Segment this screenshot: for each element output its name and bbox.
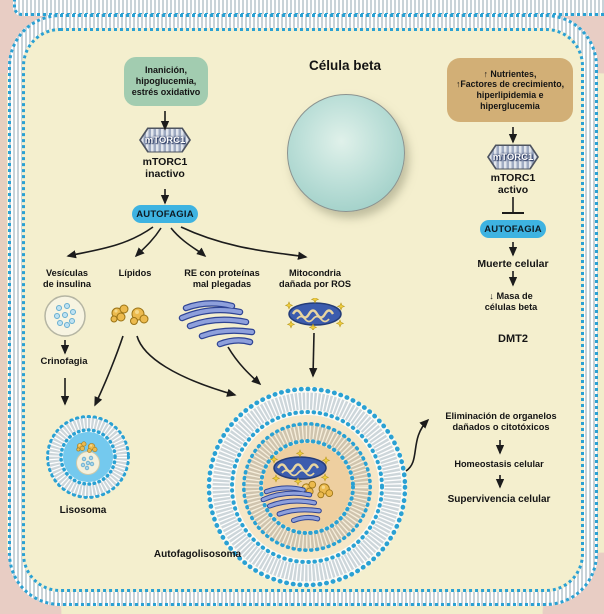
mitochondria-icon xyxy=(284,298,346,330)
mtorc1-complex-right-icon: mTORC1 xyxy=(487,144,539,170)
autophagy-badge-right: AUTOFAGIA xyxy=(480,220,546,238)
lipids-icon xyxy=(110,304,149,325)
organelle-elimination-label: Eliminación de organelos dañados o citot… xyxy=(445,411,557,432)
target-label-insulin-vesicles: Vesículas de insulina xyxy=(43,268,91,289)
cell-death-label: Muerte celular xyxy=(477,258,549,270)
beta-cell-nucleus xyxy=(287,94,405,212)
crinophagy-label: Crinofagia xyxy=(40,356,88,367)
target-label-lipids: Lípidos xyxy=(118,268,152,278)
er-icon xyxy=(178,296,258,348)
mtorc1-complex-left-icon: mTORC1 xyxy=(139,127,191,153)
mtorc1-badge-left: mTORC1 xyxy=(144,134,186,146)
target-label-mitochondria: Mitocondria dañada por ROS xyxy=(279,268,351,289)
homeostasis-label: Homeostasis celular xyxy=(454,459,544,469)
autophagolysosome-label: Autofagolisosoma xyxy=(153,549,242,560)
mtorc1-badge-right: mTORC1 xyxy=(492,151,534,163)
lysosome-icon xyxy=(46,415,130,499)
survival-label: Supervivencia celular xyxy=(447,494,551,505)
autophagolysosome-icon xyxy=(206,386,408,588)
dmt2-label: DMT2 xyxy=(498,333,528,345)
mtorc1-state-left: mTORC1 inactivo xyxy=(142,156,188,181)
beta-cell-mass-label: ↓ Masa de células beta xyxy=(484,291,538,312)
target-label-er: RE con proteínas mal plegadas xyxy=(184,268,260,289)
starvation-trigger-box: Inanición, hipoglucemia, estrés oxidativ… xyxy=(124,57,208,106)
lysosome-label: Lisosoma xyxy=(59,505,107,516)
mtorc1-state-right: mTORC1 activo xyxy=(490,172,536,197)
autophagy-badge-left: AUTOFAGIA xyxy=(132,205,198,223)
insulin-vesicle-icon xyxy=(44,295,86,337)
nutrients-trigger-box: ↑ Nutrientes, ↑Factores de crecimiento, … xyxy=(447,58,573,122)
beta-cell-title: Célula beta xyxy=(308,58,382,73)
